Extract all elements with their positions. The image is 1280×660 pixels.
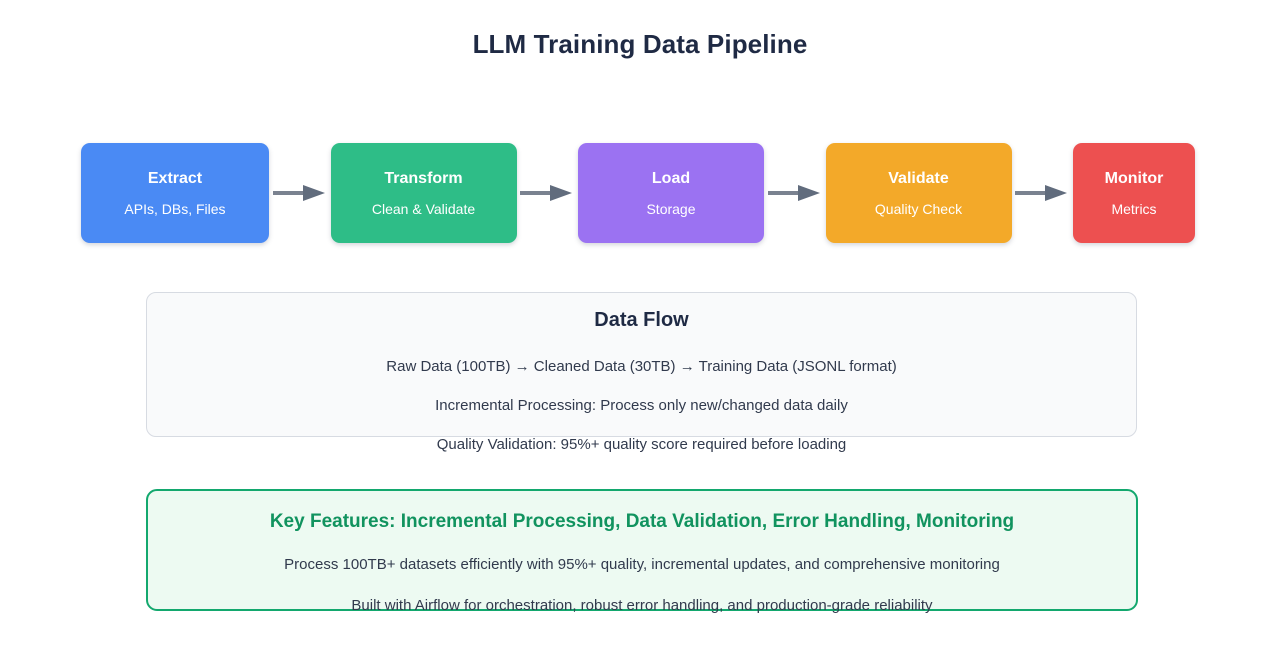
pipeline-stage-validate[interactable]: Validate Quality Check [825,143,1012,243]
key-features-panel: Key Features: Incremental Processing, Da… [146,489,1138,614]
stage-title: Monitor [1104,169,1164,187]
stage-subtitle: Quality Check [874,200,963,217]
arrow-right-icon [272,184,327,202]
stage-subtitle: Storage [646,200,696,217]
key-features-line-2: Built with Airflow for orchestration, ro… [351,597,933,614]
stage-title: Transform [384,169,463,187]
pipeline-stage-transform[interactable]: Transform Clean & Validate [330,143,517,243]
stage-subtitle: Clean & Validate [371,200,476,217]
stage-title: Validate [888,169,949,187]
pipeline-stage-monitor[interactable]: Monitor Metrics [1073,143,1195,243]
stage-subtitle: Metrics [1111,200,1157,217]
key-features-line-1: Process 100TB+ datasets efficiently with… [284,556,1000,573]
data-flow-title: Data Flow [594,309,689,331]
data-flow-line-3: Quality Validation: 95%+ quality score r… [436,436,847,453]
stage-subtitle: APIs, DBs, Files [124,200,226,217]
page-title: LLM Training Data Pipeline [472,29,808,59]
pipeline-stage-load[interactable]: Load Storage [578,143,764,243]
stage-title: Load [651,169,691,187]
data-flow-line-2: Incremental Processing: Process only new… [435,397,848,414]
key-features-title: Key Features: Incremental Processing, Da… [269,511,1015,532]
pipeline-stage-extract[interactable]: Extract APIs, DBs, Files [81,143,269,243]
arrow-right-icon [767,184,822,202]
data-flow-panel: Data Flow Raw Data (100TB) → Cleaned Dat… [146,292,1137,452]
arrow-right-icon [1015,184,1069,202]
stage-title: Extract [147,169,203,187]
arrow-right-icon [520,184,574,202]
data-flow-line-1: Raw Data (100TB) → Cleaned Data (30TB) →… [386,358,897,375]
pipeline-flow: Extract APIs, DBs, Files Transform Clean… [81,143,1195,243]
